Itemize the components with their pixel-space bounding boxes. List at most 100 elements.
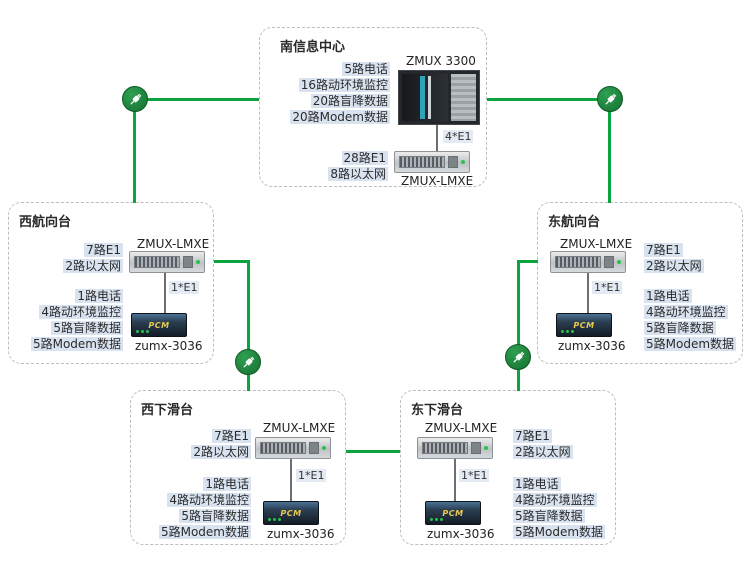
group-west-glide-title: 西下滑台 — [141, 403, 194, 418]
pcm-device-text: PCM — [280, 508, 302, 518]
feature-label: 7路E1 — [644, 243, 683, 257]
east-course-e1-wire — [587, 273, 589, 313]
feature-label: 5路Modem数据 — [30, 337, 123, 351]
west-glide-pcm-feature-list: 1路电话 4路动环境监控 5路盲降数据 5路Modem数据 — [135, 475, 251, 539]
lmxe-led — [196, 260, 200, 264]
fiber-link-west-glide-v — [247, 260, 250, 391]
pcm-device-text: PCM — [442, 508, 464, 518]
feature-label: 4路动环境监控 — [39, 305, 123, 319]
west-course-pcm-device: PCM — [131, 313, 187, 337]
group-west-glide: 西下滑台 ZMUX-LMXE 7路E1 2路以太网 1*E1 PCM zumx-… — [130, 390, 346, 545]
west-course-lmxe-device — [129, 251, 205, 273]
pcm-leds — [136, 330, 149, 333]
feature-label: 2路以太网 — [644, 259, 704, 273]
west-course-lmxe-feature-list: 7路E1 2路以太网 — [11, 241, 123, 273]
fiber-link-east-course-stub — [519, 260, 538, 263]
fiber-link-glide-glide-h — [346, 450, 400, 453]
feature-label: 1路电话 — [75, 289, 123, 303]
west-course-lmxe-label: ZMUX-LMXE — [137, 237, 210, 251]
feature-label: 4路动环境监控 — [513, 493, 597, 507]
west-glide-pcm-device: PCM — [263, 501, 319, 525]
feature-label: 2路以太网 — [513, 445, 573, 459]
east-course-pcm-label: zumx-3036 — [558, 339, 626, 353]
feature-label: 20路盲降数据 — [310, 94, 390, 108]
pcm-leds — [268, 518, 281, 521]
feature-label: 5路电话 — [342, 62, 390, 76]
west-glide-e1-wire — [290, 459, 292, 501]
group-east-course: 东航向台 ZMUX-LMXE 7路E1 2路以太网 1*E1 PCM zumx-… — [537, 202, 743, 364]
center-lmxe-feature-list: 28路E1 8路以太网 — [262, 149, 388, 181]
feature-label: 1路电话 — [513, 477, 561, 491]
feature-label: 5路盲降数据 — [51, 321, 123, 335]
east-course-lmxe-feature-list: 7路E1 2路以太网 — [644, 241, 742, 273]
east-glide-e1-wire — [454, 459, 456, 501]
lmxe-port-block — [471, 442, 481, 454]
fiber-plug-icon — [130, 93, 141, 104]
west-course-pcm-label: zumx-3036 — [135, 339, 203, 353]
group-west-course-title: 西航向台 — [19, 215, 72, 230]
group-west-course: 西航向台 ZMUX-LMXE 7路E1 2路以太网 1*E1 PCM zumx-… — [8, 202, 214, 364]
center-mux-feature-list: 5路电话 16路动环境监控 20路盲降数据 20路Modem数据 — [262, 60, 390, 124]
east-glide-pcm-label: zumx-3036 — [427, 527, 495, 541]
lmxe-led — [322, 446, 326, 450]
feature-label: 5路盲降数据 — [179, 509, 251, 523]
west-course-link-label: 1*E1 — [169, 281, 200, 294]
fiber-link-center-east-h — [487, 98, 611, 101]
east-glide-lmxe-feature-list: 7路E1 2路以太网 — [513, 427, 613, 459]
feature-label: 5路Modem数据 — [644, 337, 737, 351]
lmxe-slot-panel — [260, 442, 306, 454]
lmxe-port-block — [183, 256, 193, 268]
fiber-node-west-top — [122, 86, 148, 112]
fiber-node-east-mid — [505, 344, 531, 370]
feature-label: 2路以太网 — [63, 259, 123, 273]
zmux-3300-card-panel — [402, 74, 448, 121]
fiber-link-center-west-h — [135, 98, 259, 101]
fiber-plug-icon — [243, 356, 254, 367]
lmxe-led — [617, 260, 621, 264]
lmxe-led — [461, 160, 465, 164]
group-center: 南信息中心 ZMUX 3300 5路电话 16路动环境监控 20路盲降数据 20… — [259, 27, 487, 188]
group-east-course-title: 东航向台 — [548, 215, 601, 230]
feature-label: 7路E1 — [84, 243, 123, 257]
zmux-3300-vent-panel — [451, 74, 476, 121]
lmxe-port-block — [309, 442, 319, 454]
lmxe-slot-panel — [422, 442, 468, 454]
east-course-pcm-device: PCM — [556, 313, 612, 337]
feature-label: 16路动环境监控 — [298, 78, 390, 92]
lmxe-slot-panel — [555, 256, 601, 268]
feature-label: 1路电话 — [644, 289, 692, 303]
feature-label: 5路Modem数据 — [158, 525, 251, 539]
east-course-pcm-feature-list: 1路电话 4路动环境监控 5路盲降数据 5路Modem数据 — [644, 287, 744, 351]
feature-label: 7路E1 — [513, 429, 552, 443]
center-link-label: 4*E1 — [443, 130, 474, 143]
fiber-plug-icon — [513, 351, 524, 362]
west-course-e1-wire — [164, 273, 166, 313]
feature-label: 8路以太网 — [328, 167, 388, 181]
lmxe-led — [484, 446, 488, 450]
group-center-title: 南信息中心 — [280, 40, 346, 55]
feature-label: 28路E1 — [341, 151, 388, 165]
feature-label: 4路动环境监控 — [644, 305, 728, 319]
center-lmxe-label: ZMUX-LMXE — [401, 174, 474, 188]
zmux-3300-label: ZMUX 3300 — [406, 54, 476, 68]
east-glide-lmxe-label: ZMUX-LMXE — [425, 421, 498, 435]
fiber-node-east-top — [597, 86, 623, 112]
pcm-device-text: PCM — [573, 320, 595, 330]
pcm-leds — [561, 330, 574, 333]
feature-label: 20路Modem数据 — [290, 110, 390, 124]
feature-label: 2路以太网 — [191, 445, 251, 459]
west-glide-lmxe-feature-list: 7路E1 2路以太网 — [135, 427, 251, 459]
feature-label: 4路动环境监控 — [167, 493, 251, 507]
east-glide-pcm-feature-list: 1路电话 4路动环境监控 5路盲降数据 5路Modem数据 — [513, 475, 615, 539]
fiber-link-east-glide-v — [517, 260, 520, 391]
east-glide-lmxe-device — [417, 437, 493, 459]
fiber-node-west-mid — [235, 349, 261, 375]
feature-label: 5路Modem数据 — [513, 525, 606, 539]
east-course-link-label: 1*E1 — [592, 281, 623, 294]
feature-label: 7路E1 — [212, 429, 251, 443]
feature-label: 5路盲降数据 — [513, 509, 585, 523]
lmxe-slot-panel — [134, 256, 180, 268]
lmxe-port-block — [604, 256, 614, 268]
feature-label: 5路盲降数据 — [644, 321, 716, 335]
